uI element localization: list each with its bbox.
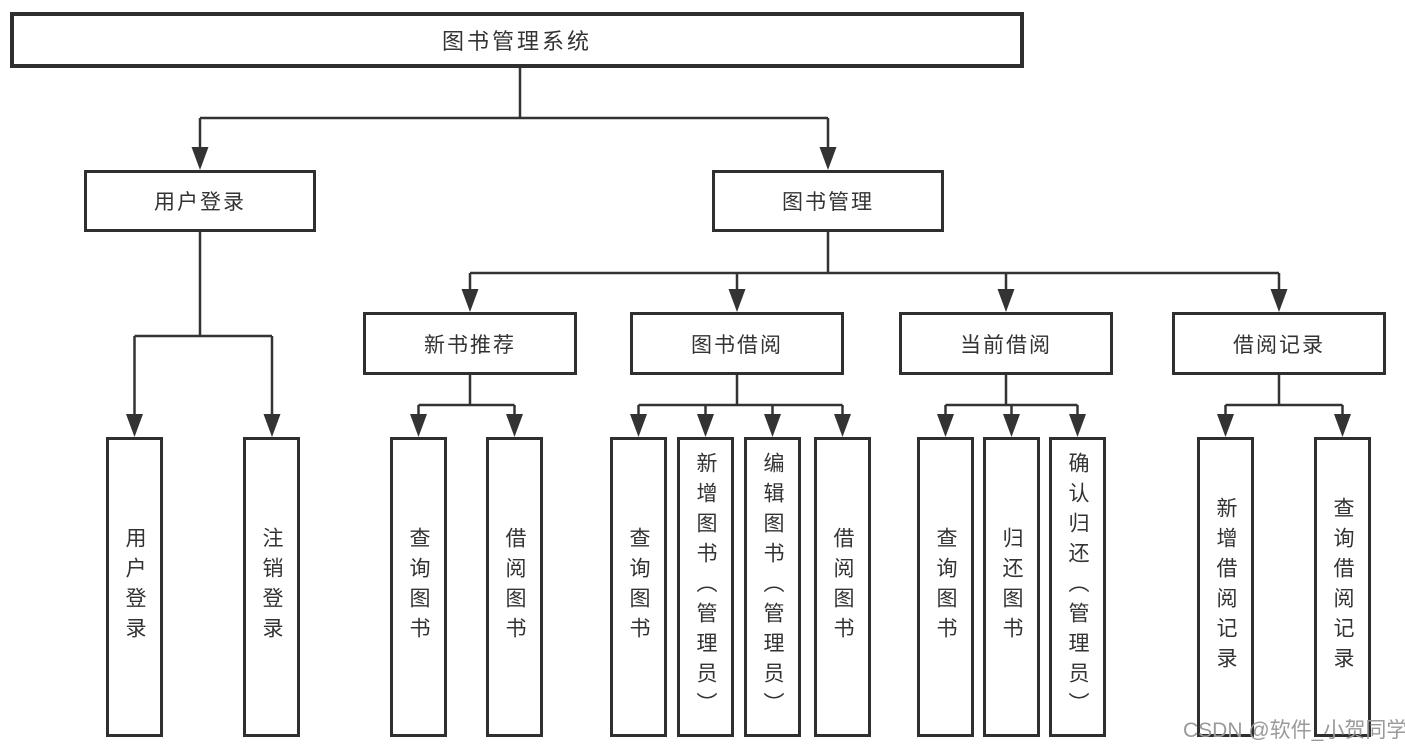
leaf-label: 归还图书 [1000, 527, 1023, 647]
leaf-label: 查询图书 [934, 527, 957, 647]
connector-path [133, 68, 1344, 418]
node-user-login: 用户登录 [84, 170, 316, 232]
node-book-management: 图书管理 [712, 170, 944, 232]
leaf-label: 确认归还（管理员） [1066, 452, 1089, 722]
leaf-label: 新增借阅记录 [1214, 497, 1237, 677]
node-book-borrowing: 图书借阅 [630, 312, 844, 375]
leaf-query-books-1: 查询图书 [390, 437, 447, 737]
node-borrowing-records: 借阅记录 [1172, 312, 1386, 375]
csdn-watermark: CSDN @软件_小贺同学 [1183, 719, 1405, 742]
leaf-label: 新增图书（管理员） [694, 452, 717, 722]
leaf-edit-books-admin: 编辑图书（管理员） [744, 437, 801, 737]
leaf-label: 编辑图书（管理员） [761, 452, 784, 722]
leaf-label: 借阅图书 [831, 527, 854, 647]
leaf-label: 查询图书 [627, 527, 650, 647]
leaf-label: 注销登录 [260, 527, 283, 647]
leaf-add-borrow-record: 新增借阅记录 [1197, 437, 1254, 737]
leaf-label: 查询图书 [407, 527, 430, 647]
leaf-user-login: 用户登录 [106, 437, 163, 737]
leaf-logout: 注销登录 [243, 437, 300, 737]
node-new-book-recommendation: 新书推荐 [363, 312, 577, 375]
leaf-label: 借阅图书 [503, 527, 526, 647]
leaf-borrow-books-2: 借阅图书 [814, 437, 871, 737]
leaf-label: 用户登录 [123, 527, 146, 647]
leaf-query-borrow-record: 查询借阅记录 [1314, 437, 1371, 737]
arrowhead-icon [126, 147, 1351, 437]
leaf-borrow-books-1: 借阅图书 [486, 437, 543, 737]
node-root-library-system: 图书管理系统 [10, 12, 1024, 68]
leaf-label: 查询借阅记录 [1331, 497, 1354, 677]
leaf-confirm-return-admin: 确认归还（管理员） [1049, 437, 1106, 737]
node-current-borrowing: 当前借阅 [899, 312, 1113, 375]
leaf-query-books-2: 查询图书 [610, 437, 667, 737]
leaf-add-books-admin: 新增图书（管理员） [677, 437, 734, 737]
leaf-return-books: 归还图书 [983, 437, 1040, 737]
leaf-query-books-3: 查询图书 [917, 437, 974, 737]
